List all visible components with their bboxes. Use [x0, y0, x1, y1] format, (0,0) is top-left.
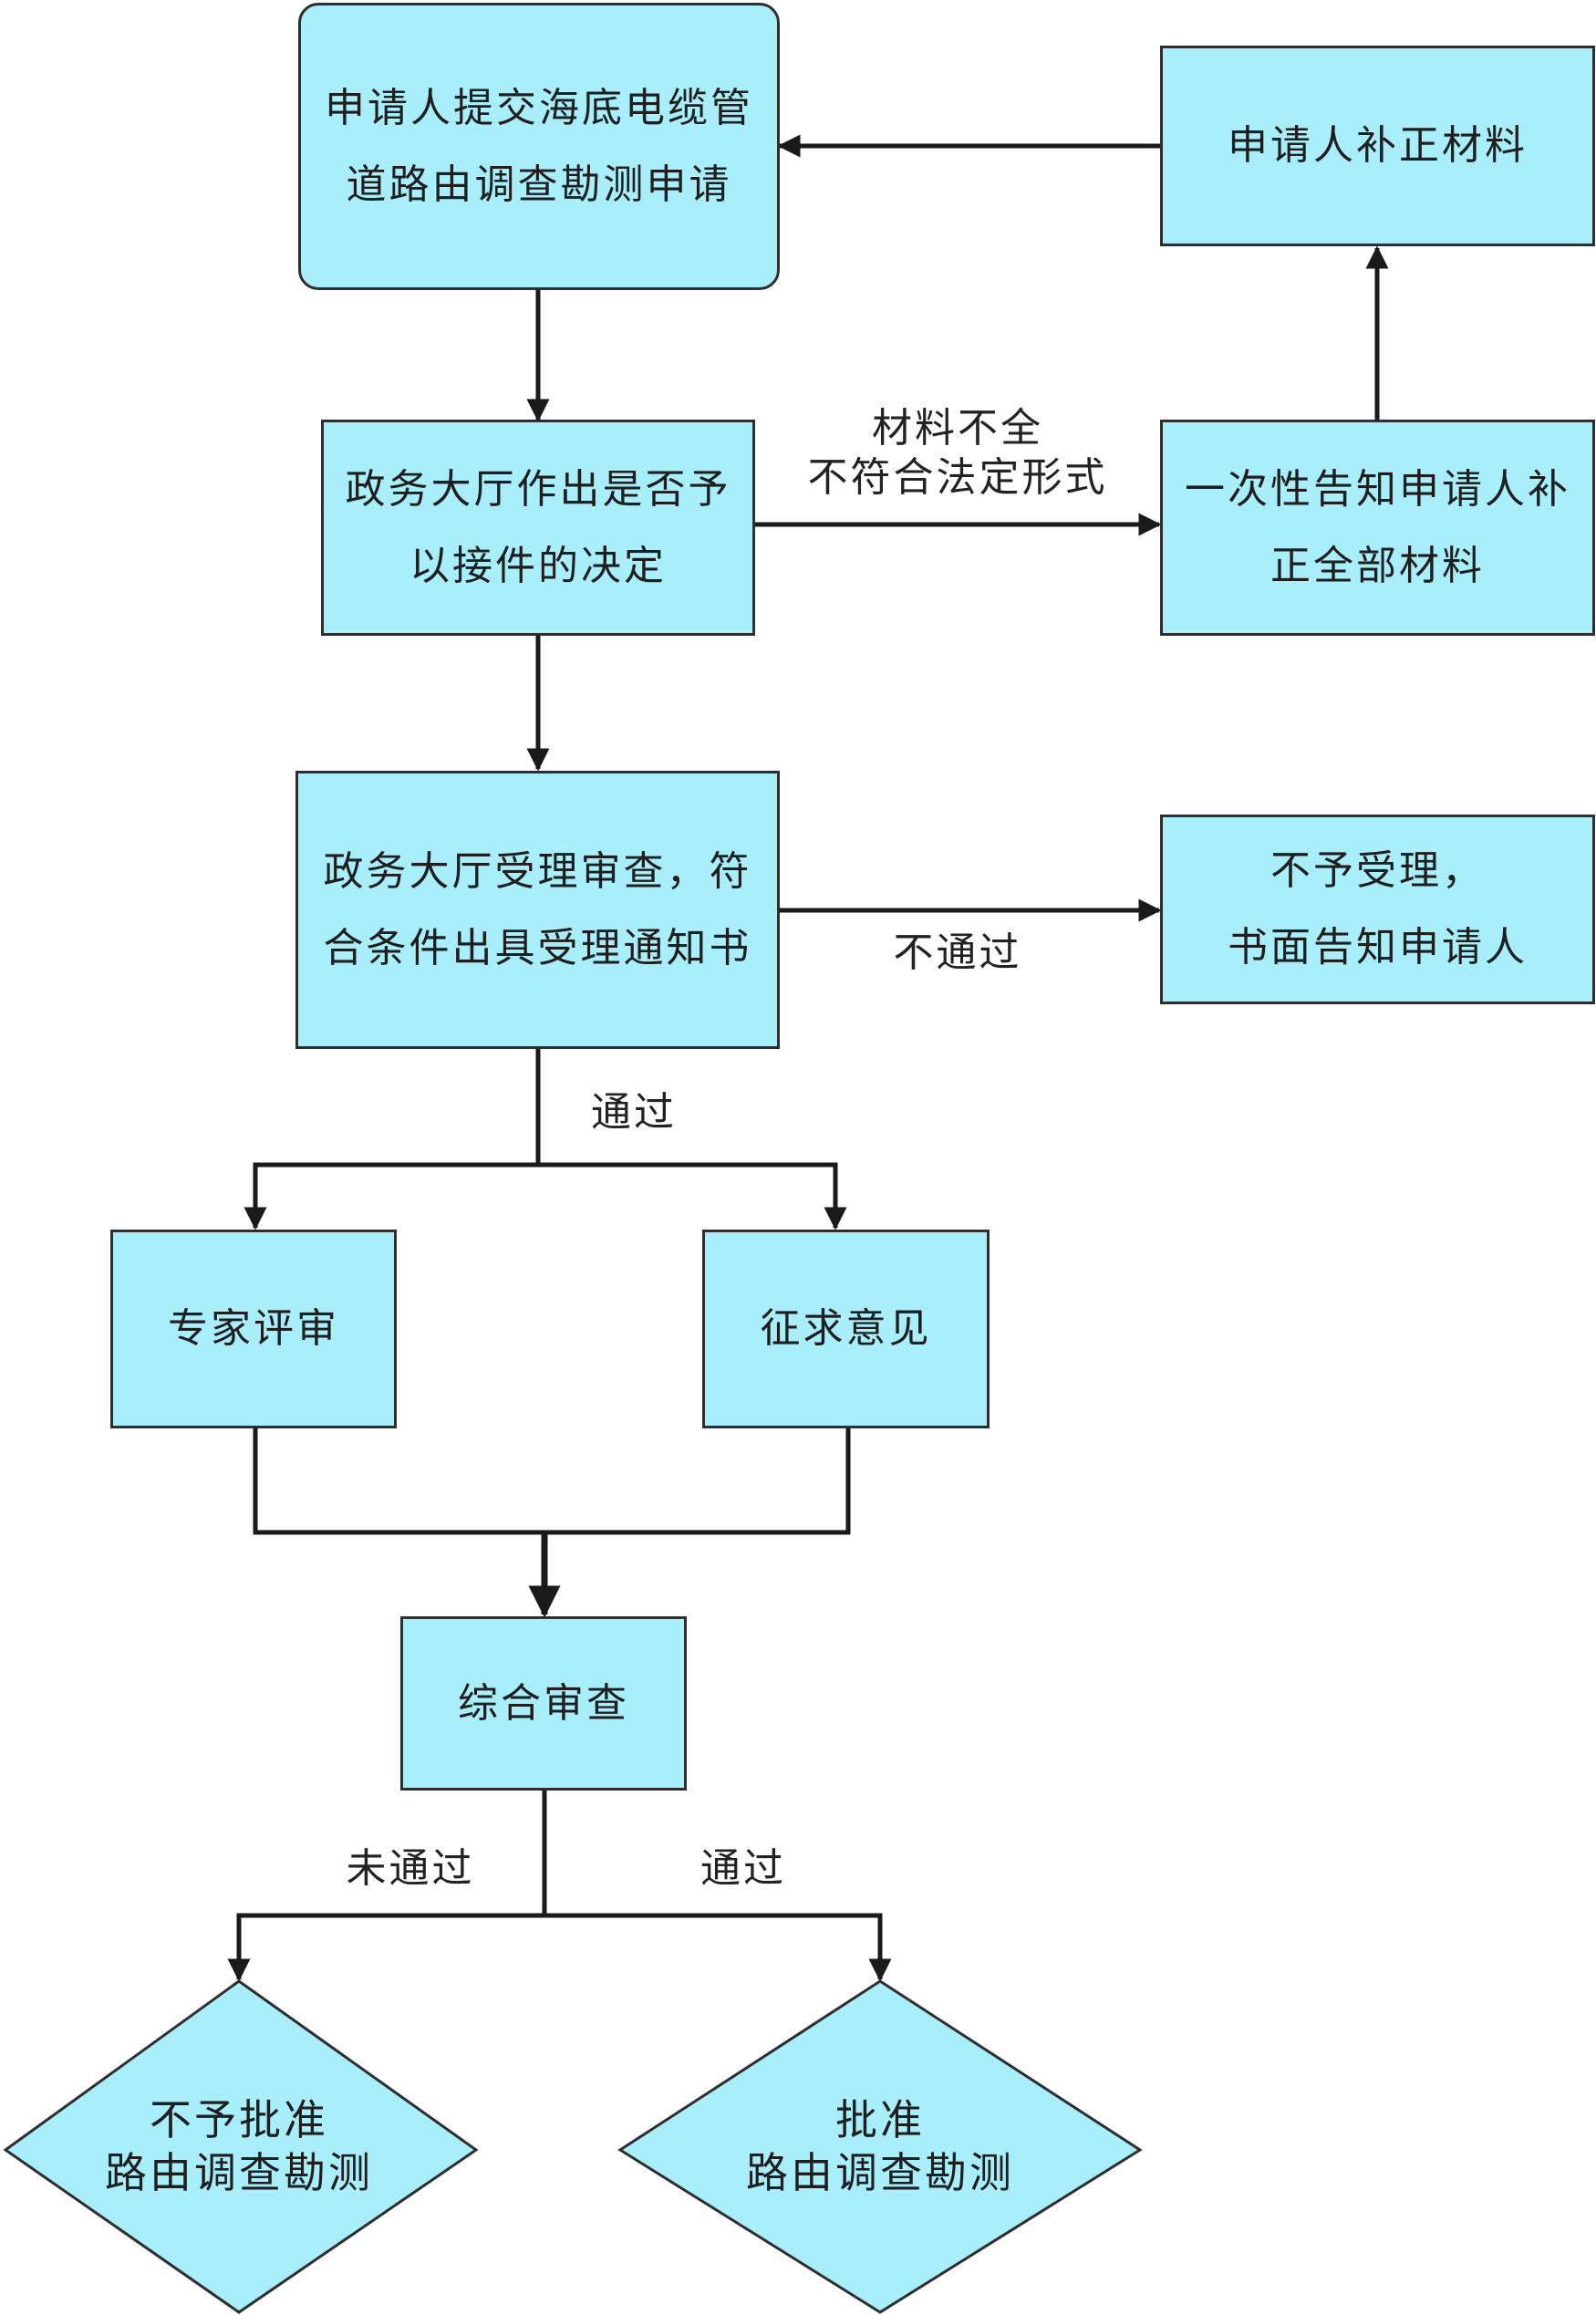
review-line-2: 合条件出具受理通知书 — [323, 924, 752, 971]
supplement-materials-box: 申请人补正材料 — [1160, 46, 1595, 246]
approve-text: 批准 路由调查勘测 — [698, 2093, 1062, 2199]
notify-once-box: 一次性告知申请人补 正全部材料 — [1160, 420, 1595, 636]
reject-line-2: 书面告知申请人 — [1228, 924, 1528, 971]
approve-diamond — [617, 1979, 1143, 2314]
comprehensive-label: 综合审查 — [458, 1679, 629, 1727]
comprehensive-review-box: 综合审查 — [400, 1616, 687, 1791]
deny-line-1: 不予批准 — [150, 2095, 328, 2144]
label-failed: 未通过 — [346, 1845, 475, 1892]
label-incomplete-line-1: 材料不全 — [872, 405, 1043, 452]
decide-acceptance-box: 政务大厅作出是否予 以接件的决定 — [321, 420, 755, 636]
label-incomplete: 材料不全 不符合法定形式 — [784, 404, 1131, 503]
opinion-label: 征求意见 — [760, 1305, 932, 1352]
label-pass: 通过 — [591, 1089, 677, 1136]
solicit-opinion-box: 征求意见 — [702, 1230, 990, 1428]
submit-application-box: 申请人提交海底电缆管 道路由调查勘测申请 — [298, 3, 780, 290]
edge-split-to-expert — [244, 1162, 538, 1230]
notify-line-1: 一次性告知申请人补 — [1185, 465, 1570, 513]
label-passed: 通过 — [700, 1845, 786, 1892]
edge-expert-to-merge — [253, 1428, 851, 1535]
notify-line-2: 正全部材料 — [1270, 542, 1485, 589]
reject-notify-box: 不予受理， 书面告知申请人 — [1160, 815, 1595, 1004]
decide-line-1: 政务大厅作出是否予 — [345, 465, 731, 513]
reject-line-1: 不予受理， — [1270, 847, 1485, 894]
deny-text: 不予批准 路由调查勘测 — [57, 2093, 421, 2199]
decide-line-2: 以接件的决定 — [409, 542, 667, 589]
approve-line-2: 路由调查勘测 — [746, 2148, 1014, 2197]
expert-label: 专家评审 — [168, 1305, 339, 1352]
edge-split-to-opinion — [538, 1162, 847, 1230]
review-accept-box: 政务大厅受理审查，符 合条件出具受理通知书 — [295, 771, 780, 1049]
expert-review-box: 专家评审 — [110, 1230, 397, 1428]
submit-line-2: 道路由调查勘测申请 — [346, 161, 732, 208]
approve-line-1: 批准 — [835, 2095, 925, 2144]
label-not-pass: 不通过 — [893, 929, 1022, 976]
label-incomplete-line-2: 不符合法定形式 — [807, 454, 1108, 501]
deny-line-2: 路由调查勘测 — [105, 2148, 373, 2197]
edge-to-approve — [544, 1913, 892, 1982]
edge-to-deny — [227, 1913, 544, 1982]
supplement-label: 申请人补正材料 — [1228, 122, 1528, 169]
submit-line-1: 申请人提交海底电缆管 — [325, 84, 753, 131]
review-line-1: 政务大厅受理审查，符 — [323, 847, 752, 895]
deny-diamond — [3, 1979, 479, 2314]
